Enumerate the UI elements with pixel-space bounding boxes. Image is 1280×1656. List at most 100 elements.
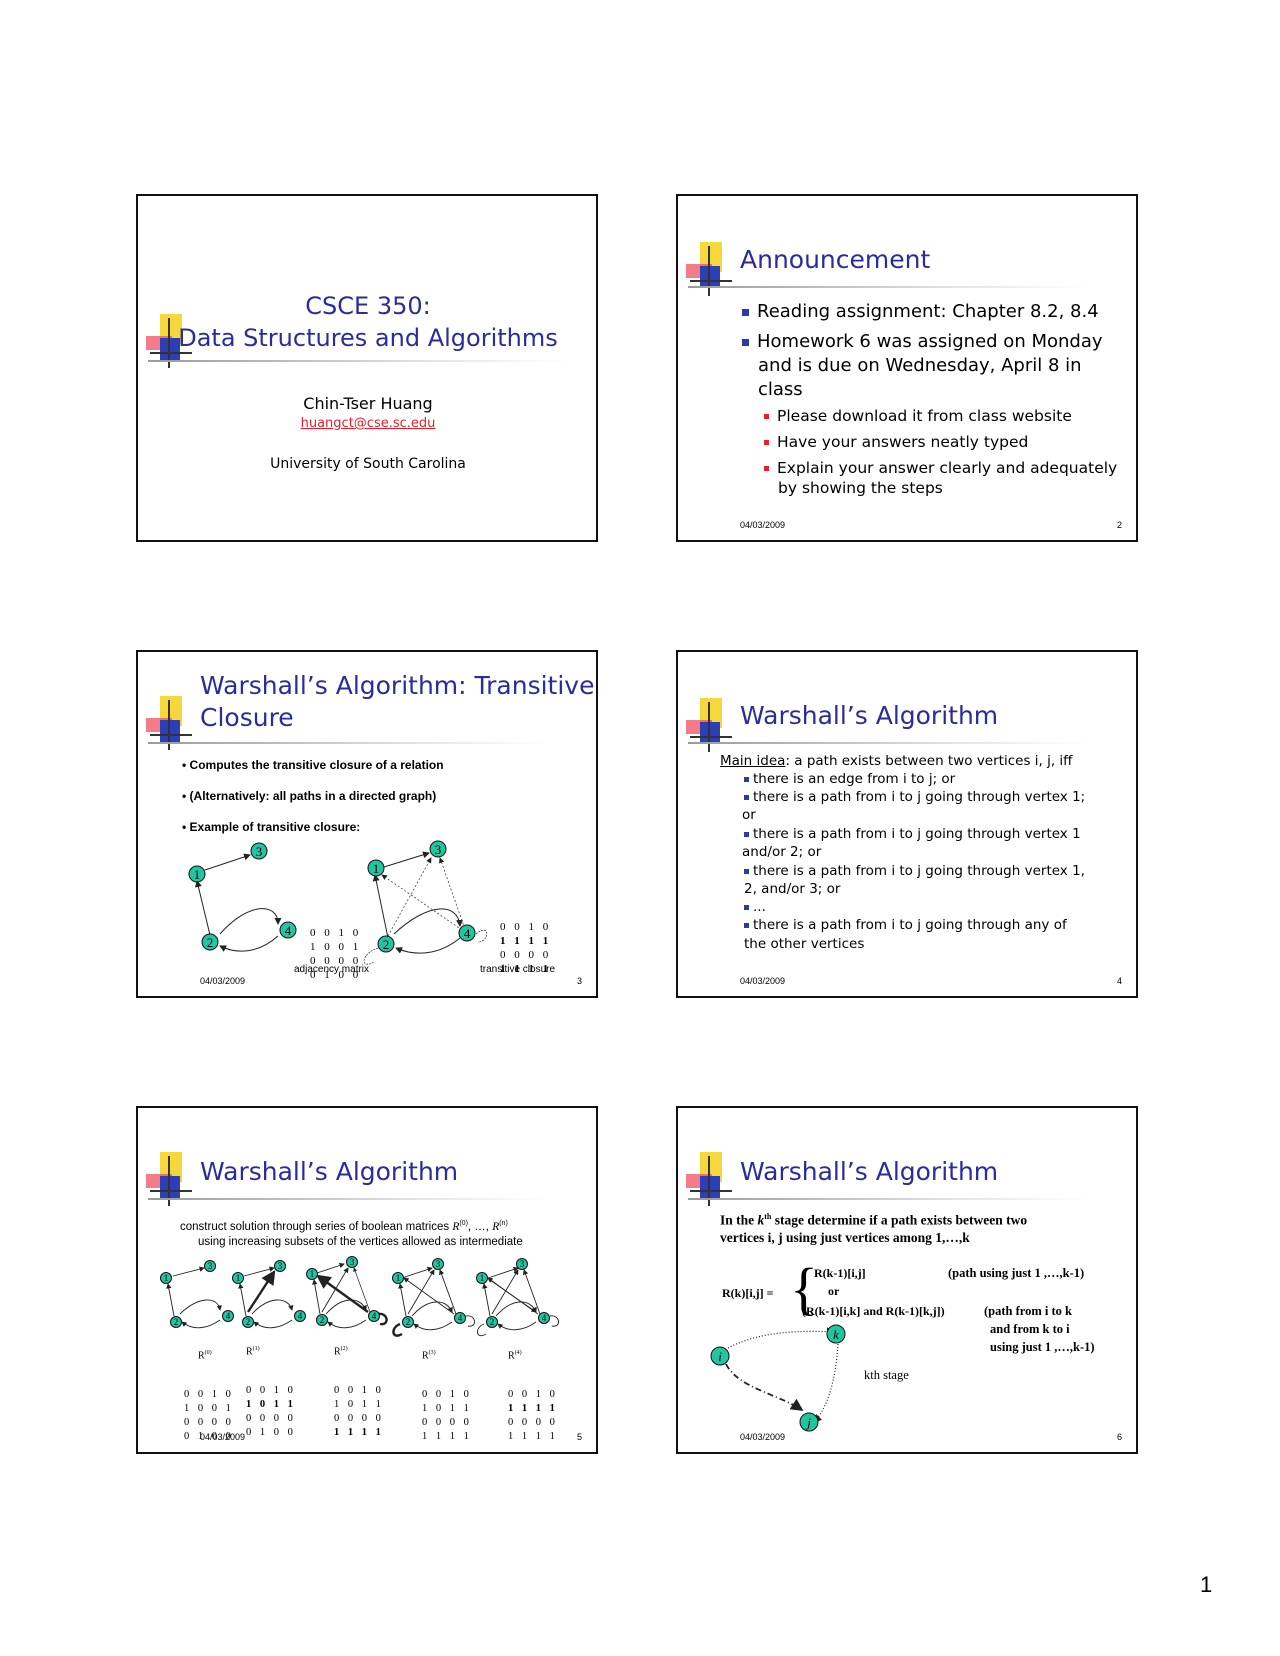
kth-stage-nodes: i k j	[710, 1324, 846, 1432]
case-1: R(k-1)[i,j]	[814, 1266, 866, 1280]
slide-date: 04/03/2009	[200, 1432, 246, 1442]
sub-bullet-item: Explain your answer clearly and adequate…	[764, 458, 1117, 478]
slide-3: Warshall’s Algorithm: Transitive Closure…	[136, 650, 598, 998]
slide-date: 04/03/2009	[200, 976, 246, 986]
page-number: 1	[1200, 1572, 1213, 1597]
svg-text:1: 1	[480, 1273, 485, 1283]
svg-text:3: 3	[435, 842, 442, 857]
slide-number: 5	[576, 1432, 582, 1442]
svg-text:1: 1	[164, 1273, 169, 1283]
main-idea-line: Main idea: a path exists between two ver…	[720, 753, 1073, 769]
matrix-label: R(2)	[334, 1346, 348, 1358]
slide-date: 04/03/2009	[740, 520, 786, 530]
case-2-note: using just 1 ,…,k-1)	[990, 1340, 1095, 1354]
svg-text:4: 4	[464, 926, 471, 941]
author-email-link[interactable]: huangct@cse.sc.edu	[300, 416, 436, 431]
bullet-item: • (Alternatively: all paths in a directe…	[182, 789, 437, 803]
slide-4: Warshall’s Algorithm Main idea: a path e…	[676, 650, 1138, 998]
slide-logo-icon	[686, 1152, 732, 1206]
graph-edges-left	[195, 853, 282, 952]
idea-item: there is a path from i to j going throug…	[744, 825, 1081, 843]
case-2: (R(k-1)[i,k] and R(k-1)[k,j])	[802, 1304, 945, 1318]
svg-text:k: k	[833, 1327, 839, 1342]
kth-stage-label: kth stage	[864, 1368, 909, 1382]
intro-line-1: In the kth stage determine if a path exi…	[720, 1212, 1028, 1228]
idea-item: ...	[744, 898, 766, 916]
idea-item: there is a path from i to j going throug…	[744, 862, 1085, 880]
svg-text:3: 3	[208, 1261, 213, 1271]
idea-continuation: the other vertices	[744, 936, 865, 952]
bullet-square-icon	[742, 308, 749, 316]
slide-number: 6	[1116, 1432, 1122, 1442]
recurrence-lhs: R(k)[i,j] =	[722, 1286, 774, 1300]
slide-title: Announcement	[740, 245, 931, 274]
stage-nodes: 1 3 2 4 1 3 2 4 1 3 2 4 1 3 2 4 1 3 2 4	[160, 1256, 550, 1328]
slide-title: Warshall’s Algorithm	[200, 1157, 459, 1186]
svg-text:3: 3	[256, 844, 263, 859]
idea-continuation: and/or 2; or	[742, 844, 822, 860]
title-rule	[688, 286, 1088, 288]
slide-number: 2	[1116, 520, 1122, 530]
svg-text:3: 3	[350, 1257, 355, 1267]
idea-item: there is a path from i to j going throug…	[744, 916, 1067, 934]
kth-stage-diagram: i k j	[710, 1324, 846, 1432]
slide-date: 04/03/2009	[740, 976, 786, 986]
title-rule	[688, 1198, 1088, 1200]
svg-text:1: 1	[396, 1273, 401, 1283]
stage-2-graph	[312, 1262, 388, 1329]
intro-line-2: vertices i, j using just vertices among …	[720, 1230, 970, 1245]
graph-nodes: 1 3 2 4 1 3 2 4	[188, 840, 476, 953]
slide-date: 04/03/2009	[740, 1432, 786, 1442]
svg-text:1: 1	[310, 1269, 315, 1279]
adjacency-matrix-caption: adjacency matrix	[294, 964, 370, 975]
sub-bullet-continuation: by showing the steps	[778, 479, 943, 497]
matrix-label: R(4)	[508, 1350, 522, 1362]
slide-logo-icon	[146, 314, 192, 368]
bullet-item: • Computes the transitive closure of a r…	[182, 758, 444, 772]
svg-text:2: 2	[406, 1317, 411, 1327]
slide-logo-icon	[146, 1152, 192, 1206]
svg-text:4: 4	[458, 1313, 463, 1323]
bullet-continuation: and is due on Wednesday, April 8 in	[758, 355, 1082, 376]
title-rule	[148, 1198, 548, 1200]
idea-item: there is an edge from i to j; or	[744, 770, 955, 788]
matrix-label: R(1)	[246, 1346, 260, 1358]
svg-text:4: 4	[226, 1311, 231, 1321]
bullet-item: Reading assignment: Chapter 8.2, 8.4	[742, 300, 1099, 324]
matrix-label: R(3)	[422, 1350, 436, 1362]
bullet-item: Homework 6 was assigned on Monday	[742, 330, 1103, 354]
slide-number: 3	[576, 976, 582, 986]
svg-text:1: 1	[373, 861, 380, 876]
title-line-1: CSCE 350:	[305, 292, 431, 320]
slide-5: Warshall’s Algorithm construct solution …	[136, 1106, 598, 1454]
slide-1: CSCE 350: Data Structures and Algorithms…	[136, 194, 598, 542]
svg-text:1: 1	[194, 867, 201, 882]
svg-text:4: 4	[542, 1313, 547, 1323]
svg-text:3: 3	[436, 1259, 441, 1269]
graph-edges-right	[363, 851, 488, 965]
case-2-note: and from k to i	[990, 1322, 1070, 1336]
svg-text:2: 2	[320, 1315, 325, 1325]
brace-icon: {	[790, 1256, 818, 1321]
svg-text:2: 2	[174, 1317, 179, 1327]
sub-bullet-item: Have your answers neatly typed	[764, 432, 1028, 452]
description-line-2: using increasing subsets of the vertices…	[198, 1236, 523, 1248]
svg-text:2: 2	[383, 937, 390, 952]
title-rule	[688, 742, 1088, 744]
slide-logo-icon	[686, 242, 732, 296]
slide-title: Warshall’s Algorithm: Transitive Closure	[200, 671, 595, 732]
stage-4-graph	[477, 1266, 559, 1336]
case-1-note: (path using just 1 ,…,k-1)	[948, 1266, 1085, 1280]
slide-logo-icon	[146, 696, 192, 750]
title-rule	[148, 360, 568, 362]
author-name: Chin-Tser Huang	[303, 394, 433, 413]
sub-bullet-item: Please download it from class website	[764, 406, 1072, 426]
slide-title: CSCE 350: Data Structures and Algorithms	[138, 290, 596, 354]
title-rule	[148, 742, 548, 744]
